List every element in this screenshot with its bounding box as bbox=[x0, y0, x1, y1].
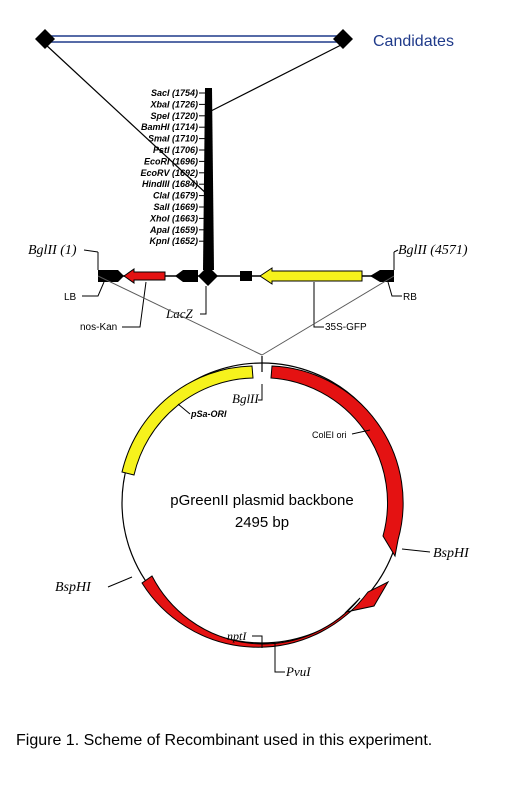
psa-ori-label: pSa-ORI bbox=[190, 409, 227, 419]
candidates-left-diamond bbox=[35, 29, 55, 49]
rb-block bbox=[370, 270, 394, 282]
bsphi-right-pointer bbox=[401, 548, 431, 553]
nos-kan-arrow bbox=[123, 268, 166, 284]
lacz-arrow bbox=[175, 270, 198, 282]
colei-ori-label: ColEI ori bbox=[312, 430, 347, 440]
rb-pointer bbox=[387, 281, 402, 297]
restriction-site-label: SpeI (1720) bbox=[150, 111, 198, 121]
pvui-label: PvuI bbox=[285, 664, 311, 679]
small-element-block bbox=[240, 271, 252, 281]
restriction-site-label: XhoI (1663) bbox=[149, 213, 198, 223]
gfp-label: 35S-GFP bbox=[325, 322, 367, 333]
candidates-insert: Candidates bbox=[35, 29, 454, 50]
plasmid-backbone: pGreenII plasmid backbone 2495 bp BglII … bbox=[55, 356, 470, 679]
restriction-site-label: KpnI (1652) bbox=[149, 236, 198, 246]
bglii-right-pointer bbox=[393, 249, 399, 253]
plasmid-bglii-label: BglII bbox=[232, 391, 259, 406]
bsphi-left-pointer bbox=[107, 576, 133, 588]
restriction-site-label: SacI (1754) bbox=[151, 88, 198, 98]
bglii-left-pointer bbox=[83, 249, 99, 253]
restriction-site-label: HindIII (1684) bbox=[142, 179, 198, 189]
npti-pointer bbox=[252, 635, 263, 648]
bglii-right-label: BglII (4571) bbox=[398, 243, 468, 258]
npti-arc bbox=[141, 575, 390, 648]
psa-ori-arc bbox=[121, 365, 254, 476]
mcs-diamond bbox=[198, 266, 218, 286]
restriction-site-label: ClaI (1679) bbox=[153, 191, 198, 201]
t-dna-region: BglII (1) BglII (4571) LB RB nos-Kan Lac… bbox=[28, 243, 468, 333]
lb-pointer bbox=[82, 281, 105, 297]
colei-ori-pointer bbox=[351, 429, 371, 435]
mcs-bar bbox=[203, 88, 214, 270]
nos-kan-pointer bbox=[122, 281, 147, 328]
restriction-site-label: EcoRI (1696) bbox=[144, 156, 198, 166]
restriction-site-label: ApaI (1659) bbox=[149, 225, 198, 235]
candidates-bar bbox=[47, 35, 345, 43]
connector-right-line bbox=[261, 275, 395, 356]
restriction-site-label: SalI (1669) bbox=[153, 202, 198, 212]
plasmid-size: 2495 bp bbox=[235, 514, 289, 531]
pvui-pointer bbox=[274, 643, 285, 673]
restriction-site-label: PstI (1706) bbox=[153, 145, 198, 155]
nos-kan-label: nos-Kan bbox=[80, 322, 117, 333]
gfp-arrow bbox=[259, 267, 363, 285]
candidates-right-line bbox=[208, 43, 344, 113]
plasmid-name: pGreenII plasmid backbone bbox=[170, 492, 353, 509]
bsphi-left-label: BspHI bbox=[55, 580, 92, 595]
lacz-label: LacZ bbox=[165, 306, 194, 321]
lb-block bbox=[98, 270, 124, 282]
lb-label: LB bbox=[64, 292, 77, 303]
candidates-left-line bbox=[44, 43, 210, 197]
restriction-site-label: SmaI (1710) bbox=[148, 134, 198, 144]
lacz-pointer bbox=[200, 286, 207, 315]
gfp-pointer bbox=[313, 282, 324, 328]
restriction-site-list: SacI (1754)XbaI (1726) SpeI (1720)BamHI (… bbox=[140, 88, 207, 246]
bsphi-right-label: BspHI bbox=[433, 546, 470, 561]
figure-caption: Figure 1. Scheme of Recombinant used in … bbox=[16, 732, 433, 749]
rb-label: RB bbox=[403, 292, 417, 303]
candidates-right-diamond bbox=[333, 29, 353, 49]
plasmid-bglii-pointer bbox=[258, 384, 263, 401]
restriction-site-label: XbaI (1726) bbox=[149, 99, 198, 109]
candidates-label: Candidates bbox=[373, 33, 454, 50]
psa-ori-pointer bbox=[177, 403, 191, 415]
npti-label: nptI bbox=[227, 629, 247, 643]
bglii-left-label: BglII (1) bbox=[28, 243, 77, 258]
colei-ori-arc bbox=[270, 365, 404, 558]
restriction-site-label: EcoRV (1692) bbox=[140, 168, 198, 178]
restriction-site-label: BamHI (1714) bbox=[141, 122, 198, 132]
connector-left-line bbox=[97, 275, 263, 356]
